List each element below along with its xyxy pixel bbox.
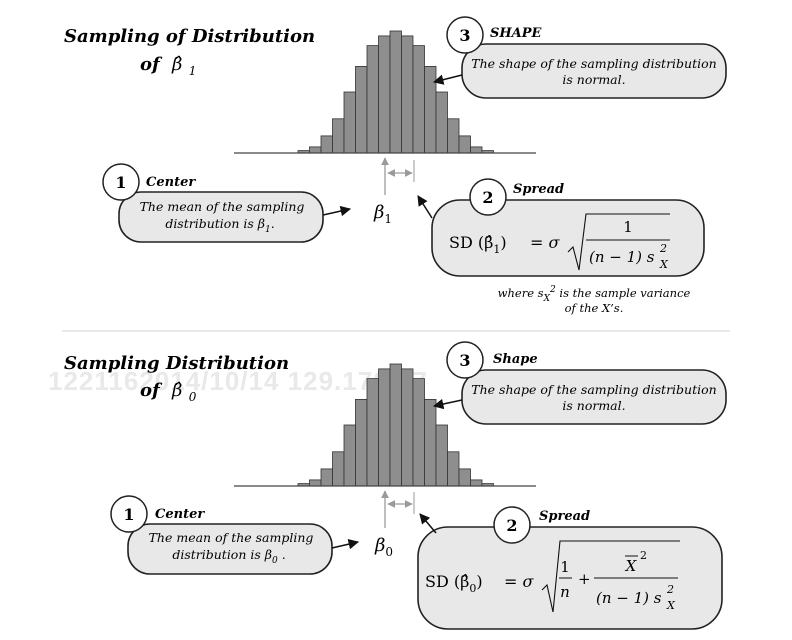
- formula-denominator-sub: X: [659, 258, 669, 271]
- histogram-bar: [355, 398, 368, 487]
- histogram-bar: [458, 135, 471, 154]
- axis-mean-label: β1: [373, 202, 392, 226]
- center-text-line2: distribution is β0 .: [172, 547, 285, 566]
- shape-text-line1: The shape of the sampling distribution: [471, 382, 716, 397]
- shape-bubble: [461, 43, 727, 99]
- sd-formula: SD (β̂0) = σ 1 n + X 2 (n − 1) s 2 X: [425, 540, 680, 613]
- histogram-bar: [389, 30, 402, 154]
- panel-beta1: Sampling of Distribution of β̂ 1 β1 3 SH…: [64, 16, 727, 315]
- histogram-bar: [378, 368, 391, 487]
- center-text-line2: distribution is β1.: [165, 216, 274, 235]
- histogram-bar: [470, 146, 483, 154]
- panel-title-line1: Sampling Distribution: [64, 353, 289, 374]
- shape-bubble: [461, 369, 727, 425]
- center-bubble: [127, 523, 333, 575]
- formula-denominator-sup: 2: [659, 242, 667, 255]
- shape-number-badge: [446, 16, 484, 54]
- center-text-line1: The mean of the sampling: [140, 199, 305, 214]
- spread-label: Spread: [539, 509, 590, 524]
- sd-formula-lhs: SD (β̂0): [425, 572, 483, 595]
- histogram-bar: [389, 363, 402, 487]
- histogram-bar: [401, 35, 414, 154]
- term2-denominator-sup: 2: [666, 583, 674, 596]
- term2-numerator: X: [625, 557, 638, 575]
- shape-text-line2: is normal.: [562, 398, 625, 413]
- sd-formula-equals-sigma: = σ: [530, 233, 560, 252]
- term2-numerator-sup: 2: [640, 549, 647, 562]
- histogram-bar: [470, 479, 483, 487]
- shape-text-line2: is normal.: [562, 72, 625, 87]
- center-pointer-arrow: [322, 205, 352, 217]
- shape-text-line1: The shape of the sampling distribution: [471, 56, 716, 71]
- footnote-line2: of the X’s.: [565, 301, 624, 315]
- histogram-bar: [309, 146, 322, 154]
- spread-pointer-arrow: [417, 195, 433, 219]
- sd-formula: SD (β̂1) = σ 1 (n − 1) s 2 X: [449, 213, 670, 271]
- spread-number: 2: [482, 188, 493, 207]
- histogram-bar: [343, 424, 356, 487]
- shape-number: 3: [459, 351, 470, 370]
- histogram-bar: [447, 118, 460, 154]
- watermark-text: 1221162014/10/14 129.170.47: [48, 366, 428, 396]
- histogram-bar: [378, 35, 391, 154]
- panel-beta0: Sampling Distribution of β̂ 0 β0 3 Shape…: [64, 341, 727, 630]
- panel-title-line2: of β̂ 0: [140, 380, 197, 404]
- center-text-line1: The mean of the sampling: [149, 530, 314, 545]
- center-number: 1: [123, 505, 134, 524]
- center-number: 1: [115, 173, 126, 192]
- histogram-bar: [320, 468, 333, 487]
- spread-number-badge: [469, 178, 507, 216]
- term1-denominator: n: [560, 583, 570, 601]
- spread-bubble: [431, 199, 705, 277]
- shape-pointer-arrow: [432, 398, 463, 410]
- histogram-bar: [458, 468, 471, 487]
- radical-sign: [567, 213, 670, 271]
- center-pointer-arrow: [331, 539, 360, 550]
- histogram-bar: [435, 424, 448, 487]
- histogram-bar: [401, 368, 414, 487]
- center-number-badge: [102, 163, 140, 201]
- histogram-bar: [424, 398, 437, 487]
- histogram-bar: [320, 135, 333, 154]
- sd-formula-equals-sigma: = σ: [504, 572, 534, 591]
- term2-denominator: (n − 1) s: [596, 589, 662, 607]
- term1-numerator: 1: [560, 558, 570, 576]
- panel-title-line2: of β̂ 1: [140, 54, 196, 78]
- histogram-bar: [366, 45, 379, 154]
- spread-pointer-arrow: [419, 513, 437, 534]
- shape-number-badge: [446, 341, 484, 379]
- radical-sign: [541, 540, 680, 613]
- center-bubble: [118, 191, 324, 243]
- plus-sign: +: [578, 570, 591, 588]
- histogram-bar: [332, 118, 345, 154]
- center-number-badge: [110, 495, 148, 533]
- shape-label: Shape: [493, 352, 538, 367]
- shape-label: SHAPE: [490, 26, 543, 41]
- term2-denominator-sub: X: [666, 599, 676, 612]
- histogram-bar: [435, 91, 448, 154]
- footnote-line1: where sX2 is the sample variance: [498, 285, 691, 304]
- sd-formula-lhs: SD (β̂1): [449, 233, 507, 256]
- shape-pointer-arrow: [432, 74, 463, 85]
- histogram-bar: [343, 91, 356, 154]
- histogram-bar: [309, 479, 322, 487]
- histogram-bar: [412, 45, 425, 154]
- formula-numerator: 1: [623, 218, 633, 236]
- panel-title-line1: Sampling of Distribution: [64, 26, 315, 47]
- histogram-bar: [332, 451, 345, 487]
- shape-number: 3: [459, 26, 470, 45]
- axis-mean-label: β0: [374, 535, 393, 559]
- center-label: Center: [155, 507, 205, 522]
- histogram-bar: [447, 451, 460, 487]
- histogram-bar: [366, 378, 379, 487]
- formula-denominator: (n − 1) s: [589, 248, 655, 266]
- spread-number: 2: [506, 516, 517, 535]
- spread-number-badge: [493, 506, 531, 544]
- histogram-bar: [355, 66, 368, 154]
- histogram-bar: [412, 378, 425, 487]
- spread-label: Spread: [513, 182, 564, 197]
- center-label: Center: [146, 175, 196, 190]
- histogram-bar: [424, 66, 437, 154]
